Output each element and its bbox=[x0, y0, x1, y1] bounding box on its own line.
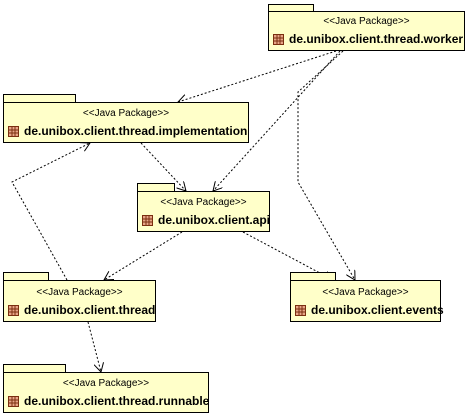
package-name: de.unibox.client.thread bbox=[24, 303, 156, 317]
package-implementation[interactable]: <<Java Package>> de.unibox.client.thread… bbox=[3, 102, 249, 143]
package-runnable[interactable]: <<Java Package>> de.unibox.client.thread… bbox=[3, 372, 209, 413]
package-events[interactable]: <<Java Package>> de.unibox.client.events bbox=[290, 280, 444, 322]
package-name: de.unibox.client.api bbox=[158, 213, 271, 227]
package-icon bbox=[295, 304, 306, 316]
package-tab-events bbox=[290, 272, 336, 281]
package-stereotype: <<Java Package>> bbox=[323, 16, 410, 27]
package-worker[interactable]: <<Java Package>> de.unibox.client.thread… bbox=[268, 11, 465, 51]
package-icon bbox=[8, 395, 19, 407]
dependency-arrow-api-to-thread bbox=[104, 231, 183, 280]
package-tab-worker bbox=[268, 4, 314, 12]
package-tab-implementation bbox=[3, 94, 76, 103]
dependency-arrow-implementation-to-api bbox=[140, 142, 186, 191]
dependency-arrow-thread-to-implementation bbox=[11, 143, 90, 281]
package-name: de.unibox.client.thread.runnable bbox=[24, 394, 210, 408]
dependency-arrow-thread-to-runnable bbox=[87, 321, 101, 372]
package-name: de.unibox.client.thread.implementation bbox=[24, 124, 248, 138]
package-tab-api bbox=[137, 183, 175, 192]
package-name: de.unibox.client.events bbox=[311, 303, 444, 317]
package-tab-thread bbox=[3, 272, 49, 281]
package-thread[interactable]: <<Java Package>> de.unibox.client.thread bbox=[3, 280, 156, 322]
package-stereotype: <<Java Package>> bbox=[160, 197, 247, 208]
dependency-arrow-worker-to-implementation bbox=[178, 50, 337, 102]
dependency-arrow-worker-to-events bbox=[297, 50, 355, 280]
package-stereotype: <<Java Package>> bbox=[82, 108, 170, 119]
package-icon bbox=[8, 304, 19, 316]
dependency-arrow-worker-to-api bbox=[213, 50, 341, 191]
package-tab-runnable bbox=[3, 364, 66, 373]
package-name: de.unibox.client.thread.worker bbox=[289, 32, 464, 46]
package-api[interactable]: <<Java Package>> de.unibox.client.api bbox=[137, 191, 270, 232]
package-stereotype: <<Java Package>> bbox=[36, 287, 123, 298]
package-icon bbox=[273, 33, 284, 45]
package-icon bbox=[8, 125, 19, 137]
package-stereotype: <<Java Package>> bbox=[322, 287, 409, 298]
package-stereotype: <<Java Package>> bbox=[62, 378, 150, 389]
package-icon bbox=[142, 214, 153, 226]
